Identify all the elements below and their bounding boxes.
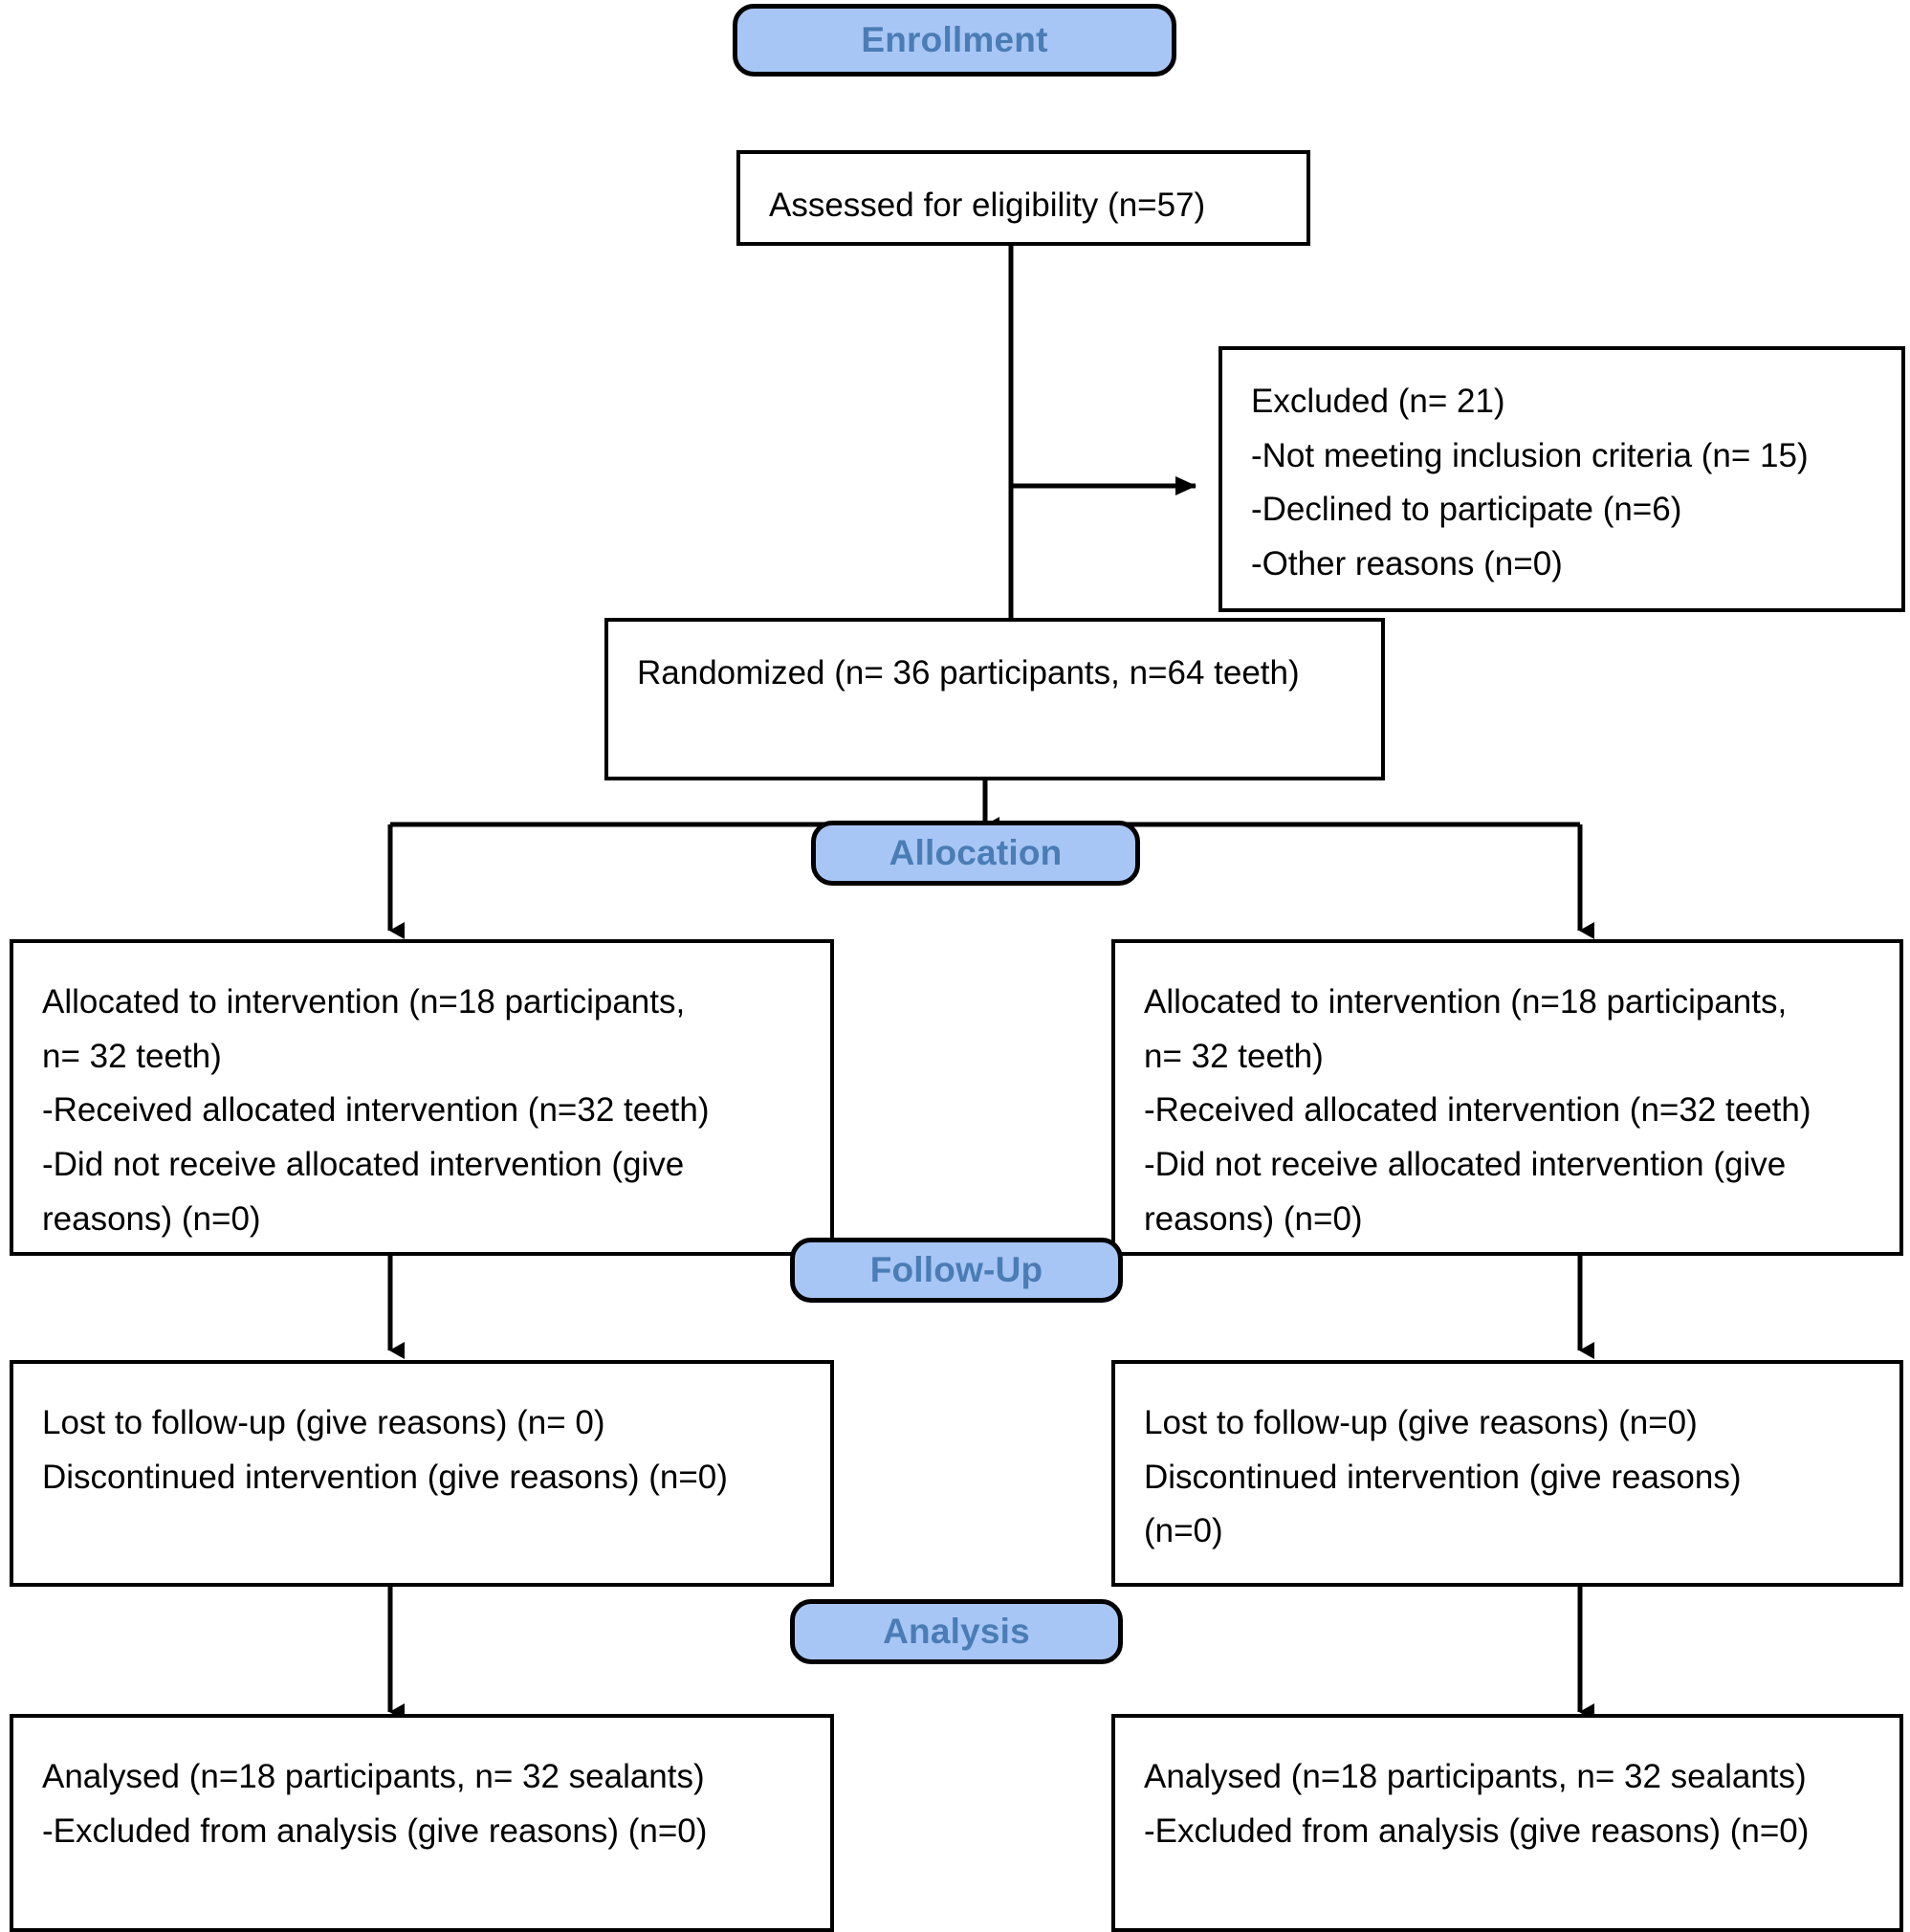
box-followup-right: Lost to follow-up (give reasons) (n=0) D… — [1111, 1360, 1903, 1587]
box-randomized-text: Randomized (n= 36 participants, n=64 tee… — [637, 654, 1300, 692]
box-analysed-right: Analysed (n=18 participants, n= 32 seala… — [1111, 1714, 1903, 1932]
box-assessed-for-eligibility: Assessed for eligibility (n=57) — [736, 150, 1310, 246]
box-assessed-for-eligibility-text: Assessed for eligibility (n=57) — [769, 187, 1206, 224]
box-excluded-text: Excluded (n= 21) -Not meeting inclusion … — [1251, 383, 1809, 583]
box-followup-right-text: Lost to follow-up (give reasons) (n=0) D… — [1144, 1404, 1742, 1550]
box-randomized: Randomized (n= 36 participants, n=64 tee… — [604, 618, 1385, 780]
stage-banner-analysis-label: Analysis — [883, 1612, 1030, 1651]
box-allocated-left: Allocated to intervention (n=18 particip… — [10, 939, 834, 1256]
box-allocated-left-text: Allocated to intervention (n=18 particip… — [42, 983, 710, 1238]
stage-banner-follow-up-label: Follow-Up — [869, 1250, 1043, 1289]
stage-banner-analysis: Analysis — [790, 1599, 1123, 1664]
box-followup-left-text: Lost to follow-up (give reasons) (n= 0) … — [42, 1404, 728, 1496]
box-followup-left: Lost to follow-up (give reasons) (n= 0) … — [10, 1360, 834, 1587]
stage-banner-allocation-label: Allocation — [889, 833, 1063, 872]
box-analysed-right-text: Analysed (n=18 participants, n= 32 seala… — [1144, 1758, 1810, 1850]
stage-banner-enrollment-label: Enrollment — [861, 20, 1048, 59]
box-analysed-left-text: Analysed (n=18 participants, n= 32 seala… — [42, 1758, 708, 1850]
stage-banner-follow-up: Follow-Up — [790, 1238, 1123, 1303]
stage-banner-enrollment: Enrollment — [733, 4, 1176, 77]
box-allocated-right: Allocated to intervention (n=18 particip… — [1111, 939, 1903, 1256]
stage-banner-allocation: Allocation — [811, 821, 1140, 886]
box-analysed-left: Analysed (n=18 participants, n= 32 seala… — [10, 1714, 834, 1932]
box-excluded: Excluded (n= 21) -Not meeting inclusion … — [1218, 346, 1905, 612]
box-allocated-right-text: Allocated to intervention (n=18 particip… — [1144, 983, 1811, 1238]
